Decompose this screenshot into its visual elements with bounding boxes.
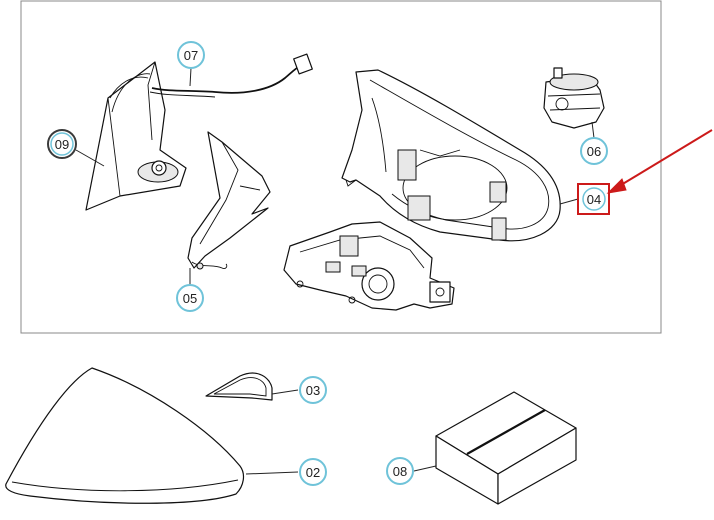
part-04-mirror-housing[interactable]	[341, 69, 561, 242]
svg-text:02: 02	[306, 465, 320, 480]
part-09-mirror-base[interactable]	[85, 61, 187, 211]
svg-text:09: 09	[55, 137, 69, 152]
callout-02[interactable]: 02	[299, 458, 327, 486]
callout-03[interactable]: 03	[299, 376, 327, 404]
callout-08[interactable]: 08	[386, 457, 414, 485]
svg-text:05: 05	[183, 291, 197, 306]
leader-04	[559, 198, 579, 205]
part-03-trim-insert[interactable]	[205, 372, 273, 401]
leader-06	[591, 121, 595, 139]
callout-04[interactable]: 04	[577, 183, 610, 215]
part-08-package-box[interactable]	[435, 391, 577, 505]
callout-05[interactable]: 05	[176, 284, 204, 312]
part-07-cable[interactable]	[109, 53, 313, 99]
callout-09[interactable]: 09	[47, 129, 77, 159]
callout-06[interactable]: 06	[580, 137, 608, 165]
leader-08	[413, 465, 437, 472]
part-02-mirror-cap[interactable]	[5, 367, 245, 504]
leader-02	[245, 471, 299, 475]
leader-09	[75, 149, 105, 167]
red-arrow-icon	[606, 129, 713, 194]
leader-03	[271, 389, 299, 395]
svg-text:03: 03	[306, 383, 320, 398]
part-06-motor[interactable]	[543, 67, 605, 129]
part-04-mount-plate[interactable]	[283, 221, 455, 311]
svg-text:04: 04	[587, 192, 601, 207]
callout-07[interactable]: 07	[177, 41, 205, 69]
leader-07	[189, 67, 192, 87]
svg-text:06: 06	[587, 144, 601, 159]
svg-text:08: 08	[393, 464, 407, 479]
svg-text:07: 07	[184, 48, 198, 63]
assembly-frame	[20, 0, 662, 334]
part-05-trim[interactable]	[187, 131, 271, 270]
